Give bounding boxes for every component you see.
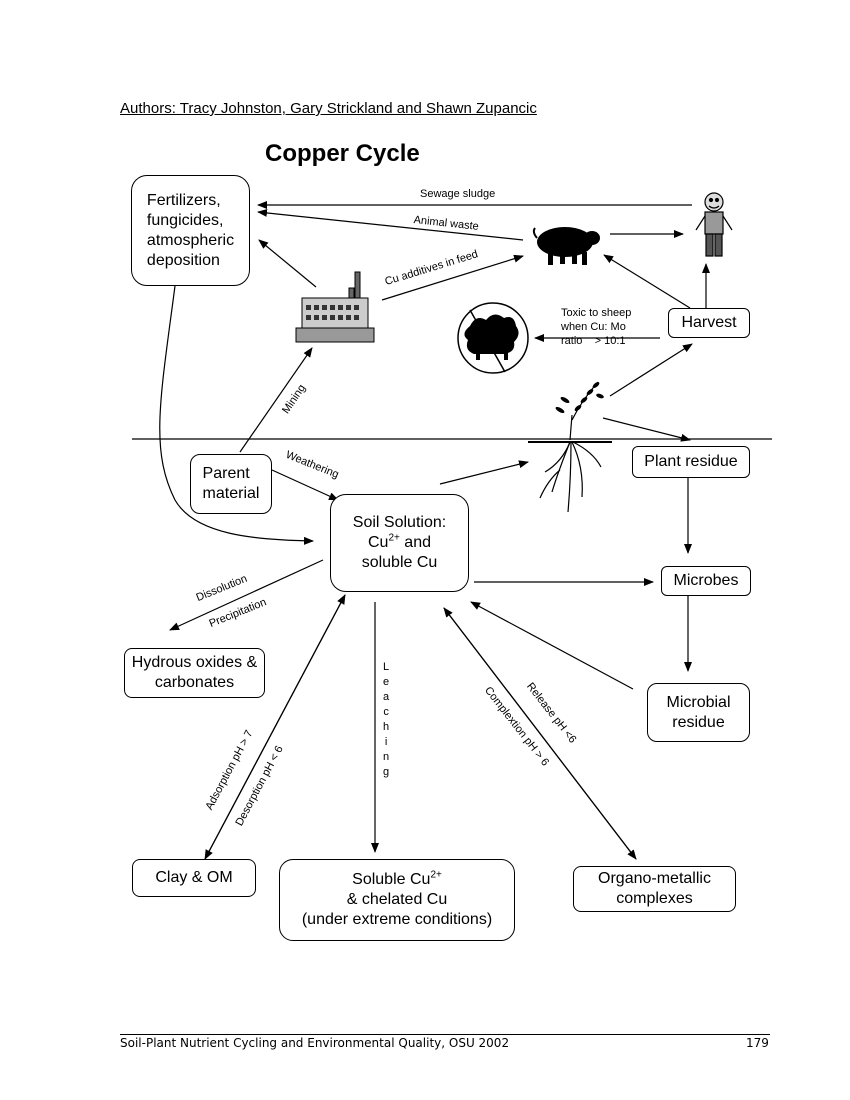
soil-solution-line-2: Cu2+ and: [367, 532, 431, 551]
leaching-i: i: [384, 736, 388, 748]
toxic-line-2: when Cu: Mo: [561, 321, 626, 333]
toxic-line-1: Toxic to sheep: [561, 307, 632, 319]
arrow-factory-fertilizers: [258, 239, 317, 288]
microbes-box: Microbes: [661, 566, 751, 596]
soluble-cu-line-2: & chelated Cu: [346, 891, 448, 908]
leaching-c: c: [383, 706, 389, 718]
leaching-g: g: [383, 766, 390, 778]
arrow-weathering: [271, 469, 339, 501]
person-icon: [695, 192, 733, 257]
microbes-label: Microbes: [673, 572, 739, 589]
leaching-e: e: [383, 676, 390, 688]
toxic-line-3: ratio > 10:1: [561, 335, 626, 347]
organo-metallic-line-1: Organo-metallic: [598, 870, 711, 887]
arrow-plant-harvest: [609, 343, 693, 397]
arrow-fertilizers-soil: [159, 285, 314, 545]
footer-rule: [120, 1034, 770, 1035]
soluble-cu-line-3: (under extreme conditions): [301, 911, 493, 928]
arrow-complextion: [443, 607, 637, 860]
diagram-title: Copper Cycle: [265, 140, 420, 167]
microbial-residue-box: Microbial residue: [647, 683, 750, 742]
microbial-residue-line-1: Microbial: [666, 693, 731, 711]
soil-solution-box: Soil Solution: Cu2+ and soluble Cu: [330, 494, 469, 592]
hydrous-oxides-line-2: carbonates: [154, 674, 235, 691]
pig-icon: [532, 227, 600, 265]
soluble-cu-box: Soluble Cu2+ & chelated Cu (under extrem…: [279, 859, 515, 941]
fertilizers-line-1: Fertilizers,: [146, 191, 221, 209]
arrow-cu-additives: [381, 254, 524, 301]
fertilizers-line-2: fungicides,: [146, 211, 224, 229]
page-number: 179: [746, 1036, 769, 1050]
fertilizers-line-3: atmospheric: [146, 231, 235, 249]
label-toxic-sheep: Toxic to sheep when Cu: Mo ratio > 10:1: [561, 306, 631, 348]
leaching-l: L: [383, 661, 390, 673]
arrow-animal-waste: [257, 208, 524, 241]
plant-residue-label: Plant residue: [644, 453, 738, 470]
clay-om-box: Clay & OM: [132, 859, 256, 897]
arrow-plant-residue: [602, 417, 691, 442]
factory-icon: [295, 271, 375, 343]
label-leaching: L e a c h i n g: [383, 660, 389, 780]
parent-material-box: Parent material: [190, 454, 272, 514]
footer-citation: Soil-Plant Nutrient Cycling and Environm…: [120, 1036, 510, 1050]
microbial-residue-line-2: residue: [672, 713, 725, 731]
hydrous-oxides-line-1: Hydrous oxides &: [131, 654, 258, 671]
arrow-harvest-pig: [603, 254, 691, 309]
authors-line: Authors: Tracy Johnston, Gary Strickland…: [120, 100, 537, 117]
arrow-microbial-soil: [470, 601, 634, 690]
organo-metallic-box: Organo-metallic complexes: [573, 866, 736, 912]
leaching-h: h: [383, 721, 390, 733]
parent-material-line-1: Parent: [202, 465, 250, 482]
parent-material-line-2: material: [202, 485, 260, 502]
arrow-soil-plant: [439, 460, 529, 485]
leaching-a: a: [383, 691, 390, 703]
sheep-no-icon: [457, 302, 529, 374]
label-sewage-sludge: Sewage sludge: [420, 188, 496, 200]
fertilizers-line-4: deposition: [146, 251, 220, 269]
soluble-cu-line-1: Soluble Cu2+: [352, 869, 442, 888]
arrow-desorption: [204, 594, 346, 860]
harvest-box: Harvest: [668, 308, 750, 338]
organo-metallic-line-2: complexes: [616, 890, 693, 907]
arrow-dissolution: [169, 559, 324, 631]
fertilizers-box: Fertilizers, fungicides, atmospheric dep…: [131, 175, 250, 286]
harvest-label: Harvest: [681, 314, 737, 331]
soil-solution-line-1: Soil Solution:: [352, 514, 447, 531]
leaching-n: n: [383, 751, 390, 763]
plant-residue-box: Plant residue: [632, 446, 750, 478]
plant-icon: [528, 381, 612, 513]
hydrous-oxides-box: Hydrous oxides & carbonates: [124, 648, 265, 698]
clay-om-label: Clay & OM: [155, 869, 233, 886]
arrow-mining: [239, 347, 313, 453]
soil-solution-line-3: soluble Cu: [361, 554, 438, 571]
